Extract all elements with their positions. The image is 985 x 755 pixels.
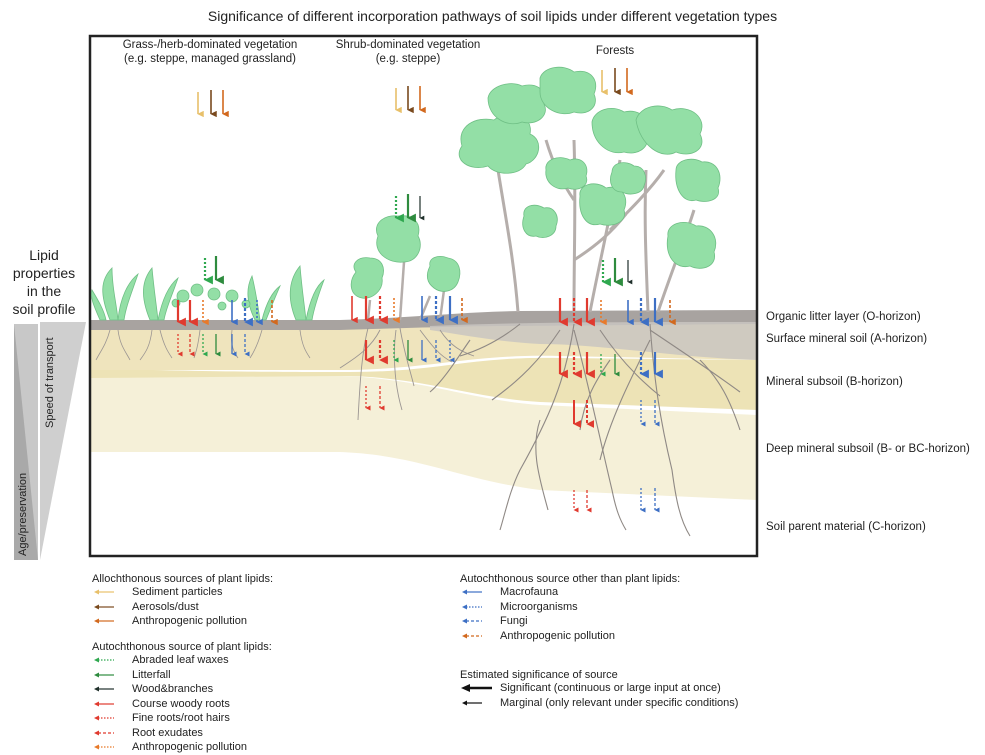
legend-item: Macrofauna [460,585,680,600]
legend-arrow-icon [92,729,126,737]
vegetation-grass-example: (e.g. steppe, managed grassland) [100,52,320,66]
legend-item: Marginal (only relevant under specific c… [460,696,738,711]
legend-item: Fine roots/root hairs [92,711,272,726]
legend-arrow-icon [460,684,494,692]
horizon-b-label: Mineral subsoil (B-horizon) [766,376,903,388]
lipid-properties-line-2: properties [0,264,88,282]
lipid-properties-line-3: in the [0,282,88,300]
legend-item-label: Aerosols/dust [132,600,199,615]
legend-significance: Estimated significance of source Signifi… [460,669,738,710]
vegetation-shrub-example: (e.g. steppe) [318,52,498,66]
legend-autochthonous-other: Autochthonous source other than plant li… [460,573,680,643]
legend-item-label: Anthropogenic pollution [132,614,247,629]
legend-significance-title: Estimated significance of source [460,669,738,681]
legend-arrow-icon [92,588,126,596]
legend-item: Course woody roots [92,697,272,712]
vegetation-shrub: Shrub-dominated vegetation (e.g. steppe) [318,38,498,66]
lipid-properties-line-4: soil profile [0,300,88,318]
legend-allochthonous-title: Allochthonous sources of plant lipids: [92,573,273,585]
legend-item: Fungi [460,614,680,629]
legend-arrow-icon [460,632,494,640]
legend-item: Wood&branches [92,682,272,697]
legend-arrow-icon [460,588,494,596]
legend-item-label: Anthropogenic pollution [132,740,247,755]
legend-allochthonous: Allochthonous sources of plant lipids: S… [92,573,273,629]
vegetation-grass: Grass-/herb-dominated vegetation (e.g. s… [100,38,320,66]
legend-arrow-icon [92,617,126,625]
legend-item: Anthropogenic pollution [460,629,680,644]
vegetation-grass-name: Grass-/herb-dominated vegetation [100,38,320,52]
horizon-o-label: Organic litter layer (O-horizon) [766,311,921,323]
legend-item: Root exudates [92,726,272,741]
legend-item-label: Significant (continuous or large input a… [500,681,721,696]
legend-item: Abraded leaf waxes [92,653,272,668]
legend-arrow-icon [92,656,126,664]
lipid-properties-label: Lipid properties in the soil profile [0,246,88,318]
horizon-deep-b-label: Deep mineral subsoil (B- or BC-horizon) [766,443,970,455]
legend-item-label: Macrofauna [500,585,558,600]
legend-arrow-icon [92,603,126,611]
vegetation-forest-name: Forests [560,44,670,58]
legend-item-label: Abraded leaf waxes [132,653,229,668]
legend-arrow-icon [92,685,126,693]
legend-item-label: Microorganisms [500,600,578,615]
legend-autochthonous-plant-title: Autochthonous source of plant lipids: [92,641,272,653]
legend-item: Sediment particles [92,585,273,600]
legend-autochthonous-plant: Autochthonous source of plant lipids: Ab… [92,641,272,755]
legend-item: Litterfall [92,668,272,683]
legend-item-label: Root exudates [132,726,203,741]
legend-item: Anthropogenic pollution [92,614,273,629]
legend-item: Significant (continuous or large input a… [460,681,738,696]
lipid-properties-line-1: Lipid [0,246,88,264]
horizon-c-label: Soil parent material (C-horizon) [766,521,926,533]
legend-arrow-icon [460,603,494,611]
age-preservation-label: Age/preservation [17,473,29,556]
legend-item-label: Fungi [500,614,528,629]
legend-item-label: Fine roots/root hairs [132,711,230,726]
legend-item-label: Sediment particles [132,585,223,600]
legend-item: Aerosols/dust [92,600,273,615]
legend-item-label: Course woody roots [132,697,230,712]
vegetation-shrub-name: Shrub-dominated vegetation [318,38,498,52]
legend-arrow-icon [92,700,126,708]
legend-autochthonous-other-title: Autochthonous source other than plant li… [460,573,680,585]
vegetation-forest: Forests [560,44,670,58]
legend-item-label: Marginal (only relevant under specific c… [500,696,738,711]
legend-item: Anthropogenic pollution [92,740,272,755]
legend-item-label: Anthropogenic pollution [500,629,615,644]
horizon-a-label: Surface mineral soil (A-horizon) [766,333,927,345]
legend-item-label: Litterfall [132,668,171,683]
legend-arrow-icon [92,671,126,679]
legend-arrow-icon [460,617,494,625]
legend-item: Microorganisms [460,600,680,615]
legend-arrow-icon [92,714,126,722]
legend-item-label: Wood&branches [132,682,213,697]
speed-of-transport-label: Speed of transport [44,337,56,428]
legend-arrow-icon [92,743,126,751]
legend-arrow-icon [460,699,494,707]
